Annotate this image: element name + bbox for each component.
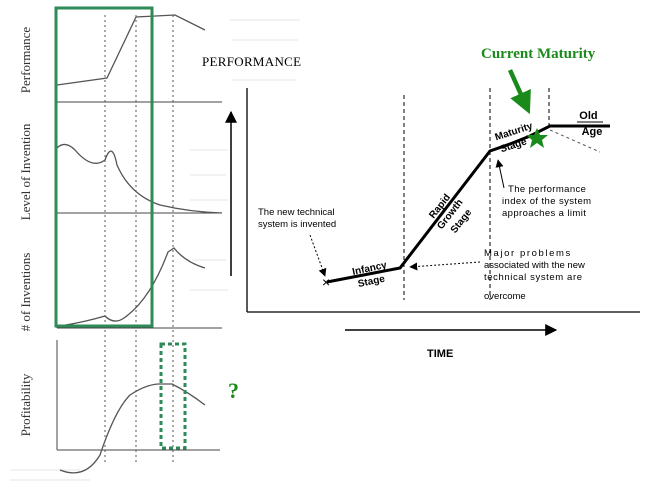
question-mark: ? bbox=[228, 378, 239, 403]
num-inventions-chart bbox=[56, 222, 222, 329]
current-maturity-arrow bbox=[507, 69, 531, 115]
invented-line-1: The new technical bbox=[258, 207, 335, 218]
level-curve bbox=[56, 143, 223, 214]
right-panel: PERFORMANCE TIME × Infancy Stage Rapid G… bbox=[202, 46, 640, 360]
background-texture bbox=[10, 19, 300, 481]
limit-line-1: The performance bbox=[508, 184, 586, 195]
profitability-curve bbox=[59, 383, 206, 474]
profitability-chart bbox=[56, 340, 220, 474]
profitability-label: Profitability bbox=[18, 373, 33, 436]
stage-rapid-growth-label: Rapid Growth Stage bbox=[425, 187, 477, 240]
annotation-invented: The new technical system is invented bbox=[258, 207, 337, 230]
current-maturity-star bbox=[526, 128, 548, 148]
invented-arrow bbox=[309, 234, 327, 277]
x-axis-label: TIME bbox=[427, 348, 453, 360]
y-axis-label: PERFORMANCE bbox=[202, 54, 301, 69]
problems-line-4: overcome bbox=[484, 291, 526, 302]
problems-line-1: Major problems bbox=[484, 248, 572, 259]
performance-chart bbox=[56, 12, 222, 103]
highlight-box bbox=[54, 6, 154, 328]
num-inventions-label: # of Inventions bbox=[18, 253, 33, 332]
dashed-highlight-box bbox=[159, 342, 187, 450]
annotation-problems: Major problems associated with the new t… bbox=[484, 248, 588, 302]
invention-x-mark: × bbox=[322, 274, 330, 290]
stage-dividers bbox=[403, 88, 550, 300]
limit-arrow bbox=[495, 159, 505, 189]
stage-old-age-label: Old Age bbox=[579, 110, 602, 138]
limit-line-2: index of the system bbox=[502, 196, 591, 207]
level-of-invention-chart bbox=[56, 108, 223, 214]
problems-line-2: associated with the new bbox=[484, 260, 585, 271]
current-maturity-label: Current Maturity bbox=[481, 46, 596, 62]
limit-line-3: approaches a limit bbox=[502, 208, 586, 219]
performance-curve bbox=[56, 14, 206, 86]
problems-arrow bbox=[409, 261, 481, 271]
inventions-curve bbox=[59, 247, 206, 327]
left-panel: Performance Level of Invention # of Inve… bbox=[10, 6, 300, 481]
performance-label: Performance bbox=[18, 27, 33, 94]
annotation-limit: The performance index of the system appr… bbox=[502, 184, 595, 219]
invented-line-2: system is invented bbox=[258, 219, 336, 230]
age-word: Age bbox=[582, 126, 603, 138]
old-word: Old bbox=[579, 110, 597, 122]
level-of-invention-label: Level of Invention bbox=[18, 123, 33, 220]
problems-line-3: technical system are bbox=[484, 272, 583, 283]
time-markers bbox=[104, 15, 174, 462]
s-curve bbox=[326, 124, 610, 284]
stage-infancy-label: Infancy Stage bbox=[351, 259, 393, 290]
